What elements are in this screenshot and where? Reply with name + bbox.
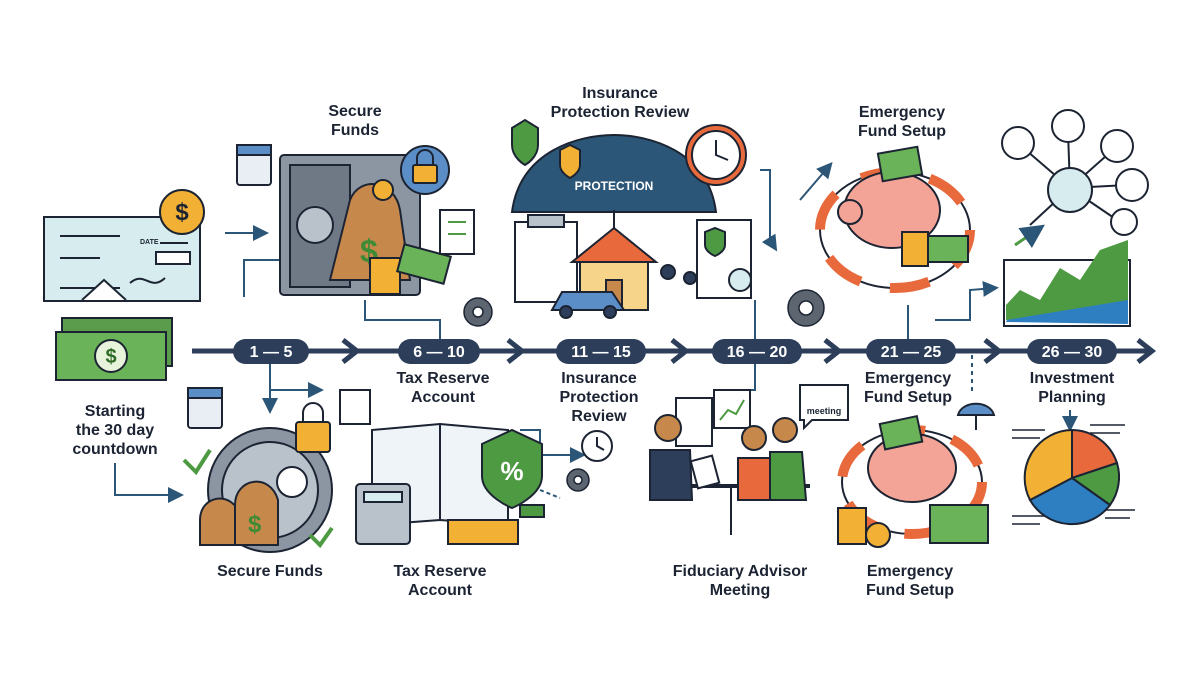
svg-text:$: $ [248, 511, 262, 538]
svg-text:6 — 10: 6 — 10 [413, 344, 465, 361]
mid-label-tax-reserve: Tax Reserve Account [383, 369, 503, 407]
vault-bags-illustration: $ [184, 388, 332, 552]
svg-text:$: $ [175, 199, 189, 226]
safe-illustration: $ [237, 145, 474, 295]
svg-text:PROTECTION: PROTECTION [575, 179, 654, 193]
range-pill-6: 26 — 30 [1027, 339, 1117, 364]
svg-text:DATE: DATE [140, 239, 159, 246]
svg-text:16 — 20: 16 — 20 [727, 344, 788, 361]
tax-ledger-illustration: % [340, 390, 544, 544]
range-pill-5: 21 — 25 [866, 339, 956, 364]
bottom-label-tax-reserve: Tax Reserve Account [380, 562, 500, 600]
svg-text:26 — 30: 26 — 30 [1042, 344, 1103, 361]
range-pill-4: 16 — 20 [712, 339, 802, 364]
gear-icon [567, 469, 589, 491]
top-label-insurance: Insurance Protection Review [535, 84, 705, 122]
range-pill-3: 11 — 15 [556, 339, 646, 364]
bottom-label-emergency: Emergency Fund Setup [850, 562, 970, 600]
gear-icon [788, 290, 824, 326]
svg-text:$: $ [105, 346, 116, 368]
top-label-secure-funds: Secure Funds [305, 102, 405, 140]
piggy-bank-bottom-illustration [838, 404, 994, 547]
advisor-meeting-illustration: meeting [650, 385, 848, 535]
investment-network-illustration [1002, 110, 1148, 326]
clock-icon [582, 431, 612, 461]
mid-label-insurance: Insurance Protection Review [544, 369, 654, 426]
check-and-cash-illustration: DATE $ $ [44, 190, 204, 380]
timeline: 1 — 5 6 — 10 11 — 15 16 — 20 21 — 25 26 … [192, 339, 1152, 364]
mid-label-emergency: Emergency Fund Setup [848, 369, 968, 407]
mid-label-investment: Investment Planning [1012, 369, 1132, 407]
svg-text:21 — 25: 21 — 25 [881, 344, 942, 361]
pie-chart-illustration [1012, 425, 1135, 524]
svg-text:meeting: meeting [807, 406, 842, 416]
gear-icon [464, 298, 492, 326]
umbrella-house-illustration: PROTECTION [512, 120, 751, 318]
range-pill-1: 1 — 5 [233, 339, 309, 364]
range-pill-2: 6 — 10 [398, 339, 480, 364]
bottom-label-secure-funds: Secure Funds [200, 562, 340, 581]
bottom-label-fiduciary: Fiduciary Advisor Meeting [655, 562, 825, 600]
svg-text:11 — 15: 11 — 15 [571, 344, 631, 361]
svg-text:1 — 5: 1 — 5 [250, 344, 293, 361]
piggy-bank-top-illustration [820, 147, 970, 288]
svg-text:%: % [500, 456, 523, 486]
start-label: Starting the 30 day countdown [62, 402, 168, 459]
top-label-emergency: Emergency Fund Setup [842, 103, 962, 141]
